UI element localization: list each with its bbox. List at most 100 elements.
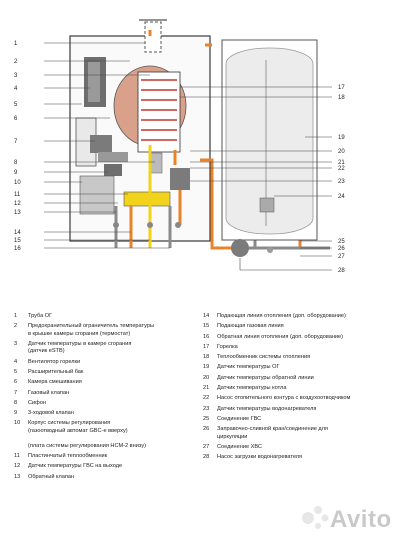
legend-number: 6 [14,379,18,386]
three-way-valve [104,164,122,176]
legend-number: 5 [14,369,18,375]
legend-item-6: 6 Камера смешивания [14,379,199,386]
legend-text: Обратная линия отопления (доп. оборудова… [217,333,344,340]
legend-item-15: 15 Подающая газовая линия [203,323,398,330]
heating-flow-line [173,150,182,225]
watermark-text: Avito [330,506,392,533]
legend-item-5: 5 Расширительный бак [14,369,199,376]
callout-2: 2 [14,59,18,65]
siphon [149,152,163,174]
legend-right: 14 Подающая линия отопления (доп. оборудо… [203,313,398,465]
legend-number: 13 [14,473,21,480]
callout-1: 1 [14,41,18,47]
legend-item-19: 19 Датчик температуры ОГ [203,364,398,371]
callout-12: 12 [14,201,21,207]
legend-text: Предохранительный ограничитель температу… [28,323,155,337]
legend-item-21: 21 Датчик температуры котла [203,385,398,392]
mixing-chamber [98,152,128,162]
legend-number: 10 [14,420,21,427]
legend-number: 22 [203,395,210,402]
legend-text: Датчик температуры ГВС на выходе [28,463,123,470]
legend-number: 15 [203,323,210,330]
legend-number: 23 [203,405,210,412]
callout-17: 17 [338,85,345,91]
callout-13: 13 [14,210,21,216]
legend-text: Соединение ГВС [217,415,262,422]
callout-28: 28 [338,268,345,274]
legend-item-28: 28 Насос загрузки водонагревателя [203,454,398,461]
callout-14: 14 [14,230,21,236]
legend-text: Насос загрузки водонагревателя [217,454,303,461]
legend-text: Подающая линия отопления (доп. оборудова… [217,313,346,319]
callout-27: 27 [338,254,345,260]
legend-number: 20 [203,374,210,381]
legend-text: Датчик температуры водонагревателя [217,405,317,412]
legend-text: Вентилятор горелки [28,358,81,365]
plate-heat-exchanger [123,191,171,207]
legend-text: 3-ходовой клапан [28,410,74,417]
legend-number: 27 [203,443,210,450]
legend-number: 28 [203,454,210,461]
legend-text: Газовый клапан [28,389,70,396]
legend-number: 16 [203,333,210,340]
callout-4: 4 [14,86,18,92]
legend-number: 7 [14,389,18,396]
callout-22: 22 [338,166,345,172]
legend-text: Камера смешивания [28,379,82,386]
legend-text: Датчик температуры ОГ [217,364,280,371]
legend-number: 25 [203,415,210,422]
callout-16: 16 [14,246,21,252]
legend-text: Расширительный бак [28,369,84,375]
legend-number: 21 [203,385,210,392]
callout-10: 10 [14,180,21,186]
legend-text: Заправочно-сливной кран/соединение для ц… [217,426,328,440]
legend-text: Соединение ХВС [217,443,262,450]
legend-number: 1 [14,313,18,319]
legend-item-22: 22 Насос отопительного контура с воздухоо… [203,395,398,402]
legend-item-13: 13 Обратный клапан [14,474,199,481]
legend-item-27: 27 Соединение ХВС [203,444,398,451]
legend-text: Пластинчатый теплообменник [28,453,108,459]
legend-text: Теплообменник системы отопления [217,354,311,361]
callout-21: 21 [338,160,345,166]
legend-text: Обратный клапан [28,473,75,480]
legend-text: Датчик температуры обратной линии [217,374,314,381]
legend-text: Датчик температуры в камере сгорания (да… [28,341,132,355]
callout-26: 26 [338,246,345,252]
legend-number: 11 [14,453,20,459]
callout-18: 18 [338,95,345,101]
legend-item-14: 14 Подающая линия отопления (доп. оборудо… [203,313,398,320]
watermark-logo [302,506,329,529]
legend-item-25: 25 Соединение ГВС [203,416,398,423]
legend-item-20: 20 Датчик температуры обратной линии [203,375,398,382]
legend-item-16: 16 Обратная линия отопления (доп. оборудо… [203,334,398,341]
heating-pump [170,168,190,190]
legend-item-7: 7 Газовый клапан [14,390,199,397]
tank-sensor [259,197,275,213]
callout-9: 9 [14,170,18,176]
legend-text: Подающая газовая линия [217,323,284,330]
legend-number: 19 [203,364,210,371]
legend-text: Датчик температуры котла [217,385,287,392]
callout-23: 23 [338,179,345,185]
callout-24: 24 [338,194,345,200]
legend-number: 14 [203,313,210,319]
callout-11: 11 [14,192,21,198]
callout-3: 3 [14,73,18,79]
legend-number: 26 [203,426,210,433]
legend-text: Насос отопительного контура с воздухоотв… [217,395,351,402]
callout-7: 7 [14,139,18,145]
legend-item-11: 11 Пластинчатый теплообменник [14,453,199,460]
legend-number: 8 [14,399,18,406]
callout-25: 25 [338,239,345,245]
control-housing [79,175,115,215]
